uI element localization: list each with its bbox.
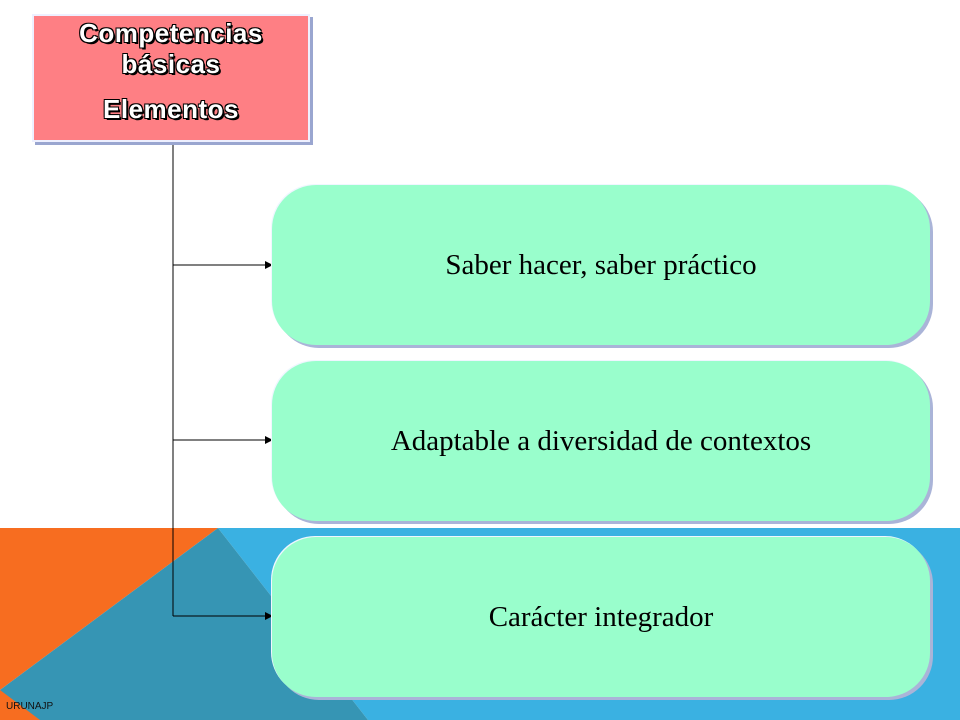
title-line-1: Competencias — [79, 18, 263, 48]
element-card-2-label: Adaptable a diversidad de contextos — [390, 424, 812, 457]
bg-orange-corner — [0, 690, 40, 720]
element-card-3-label: Carácter integrador — [488, 600, 714, 633]
element-card-2: Adaptable a diversidad de contextos — [272, 361, 930, 521]
footer-label: URUNAJP — [6, 701, 54, 712]
element-card-3: Carácter integrador — [272, 537, 930, 697]
title-line-2: básicas — [121, 49, 221, 79]
title-box: Competencias básicas Elementos — [32, 14, 310, 142]
title-line-3: Elementos — [103, 94, 239, 124]
element-card-1-label: Saber hacer, saber práctico — [445, 248, 757, 281]
element-card-1: Saber hacer, saber práctico — [272, 185, 930, 345]
